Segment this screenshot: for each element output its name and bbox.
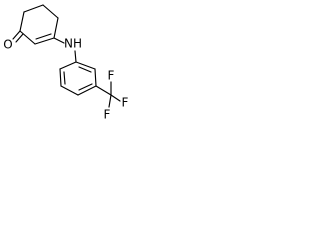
benzene-bond-2 xyxy=(94,68,97,87)
carbonyl-oxygen-label: O xyxy=(3,38,12,52)
benzene-bond-1 xyxy=(75,61,96,70)
molecule-canvas: O NH F F F xyxy=(0,0,131,125)
benzene-aromatic-inner-2 xyxy=(78,83,93,91)
cf3-to-bottom-fluorine-bond xyxy=(108,94,112,108)
benzene-bond-4 xyxy=(60,85,79,96)
cyclohexenone-ring xyxy=(19,4,59,45)
carbonyl-group: O xyxy=(3,30,24,52)
chemical-structure-diagram: O NH F F F xyxy=(3,4,129,122)
ring-bond-2 xyxy=(42,4,59,19)
ring-bond-4 xyxy=(34,37,55,45)
benzene-aromatic-inner-3 xyxy=(63,71,66,85)
ring-bond-1 xyxy=(23,4,44,13)
ring-double-bond-inner xyxy=(35,33,52,40)
nitrogen-to-phenyl-bond xyxy=(74,50,77,63)
ring-bond-5 xyxy=(19,30,36,45)
cf3-to-right-fluorine-bond xyxy=(110,94,121,102)
benzene-ring xyxy=(59,61,97,96)
trifluoromethyl-group: F F F xyxy=(95,69,129,122)
benzene-bond-5 xyxy=(59,68,62,87)
carbonyl-bond-outer xyxy=(12,30,21,40)
benzene-bond-6 xyxy=(59,61,77,70)
benzene-aromatic-inner-1 xyxy=(78,66,92,73)
ring-bond-6 xyxy=(19,11,25,32)
ring-to-nitrogen-bond xyxy=(53,37,65,44)
benzene-to-cf3-bond xyxy=(95,85,112,96)
carbonyl-bond-inner xyxy=(15,33,24,43)
amine-linker: NH xyxy=(53,37,82,63)
ring-bond-3 xyxy=(53,17,59,39)
amine-nh-label: NH xyxy=(64,37,82,51)
fluorine-top-label: F xyxy=(108,69,115,83)
fluorine-bottom-label: F xyxy=(104,108,111,122)
benzene-bond-3 xyxy=(77,85,97,96)
fluorine-right-label: F xyxy=(122,96,129,110)
